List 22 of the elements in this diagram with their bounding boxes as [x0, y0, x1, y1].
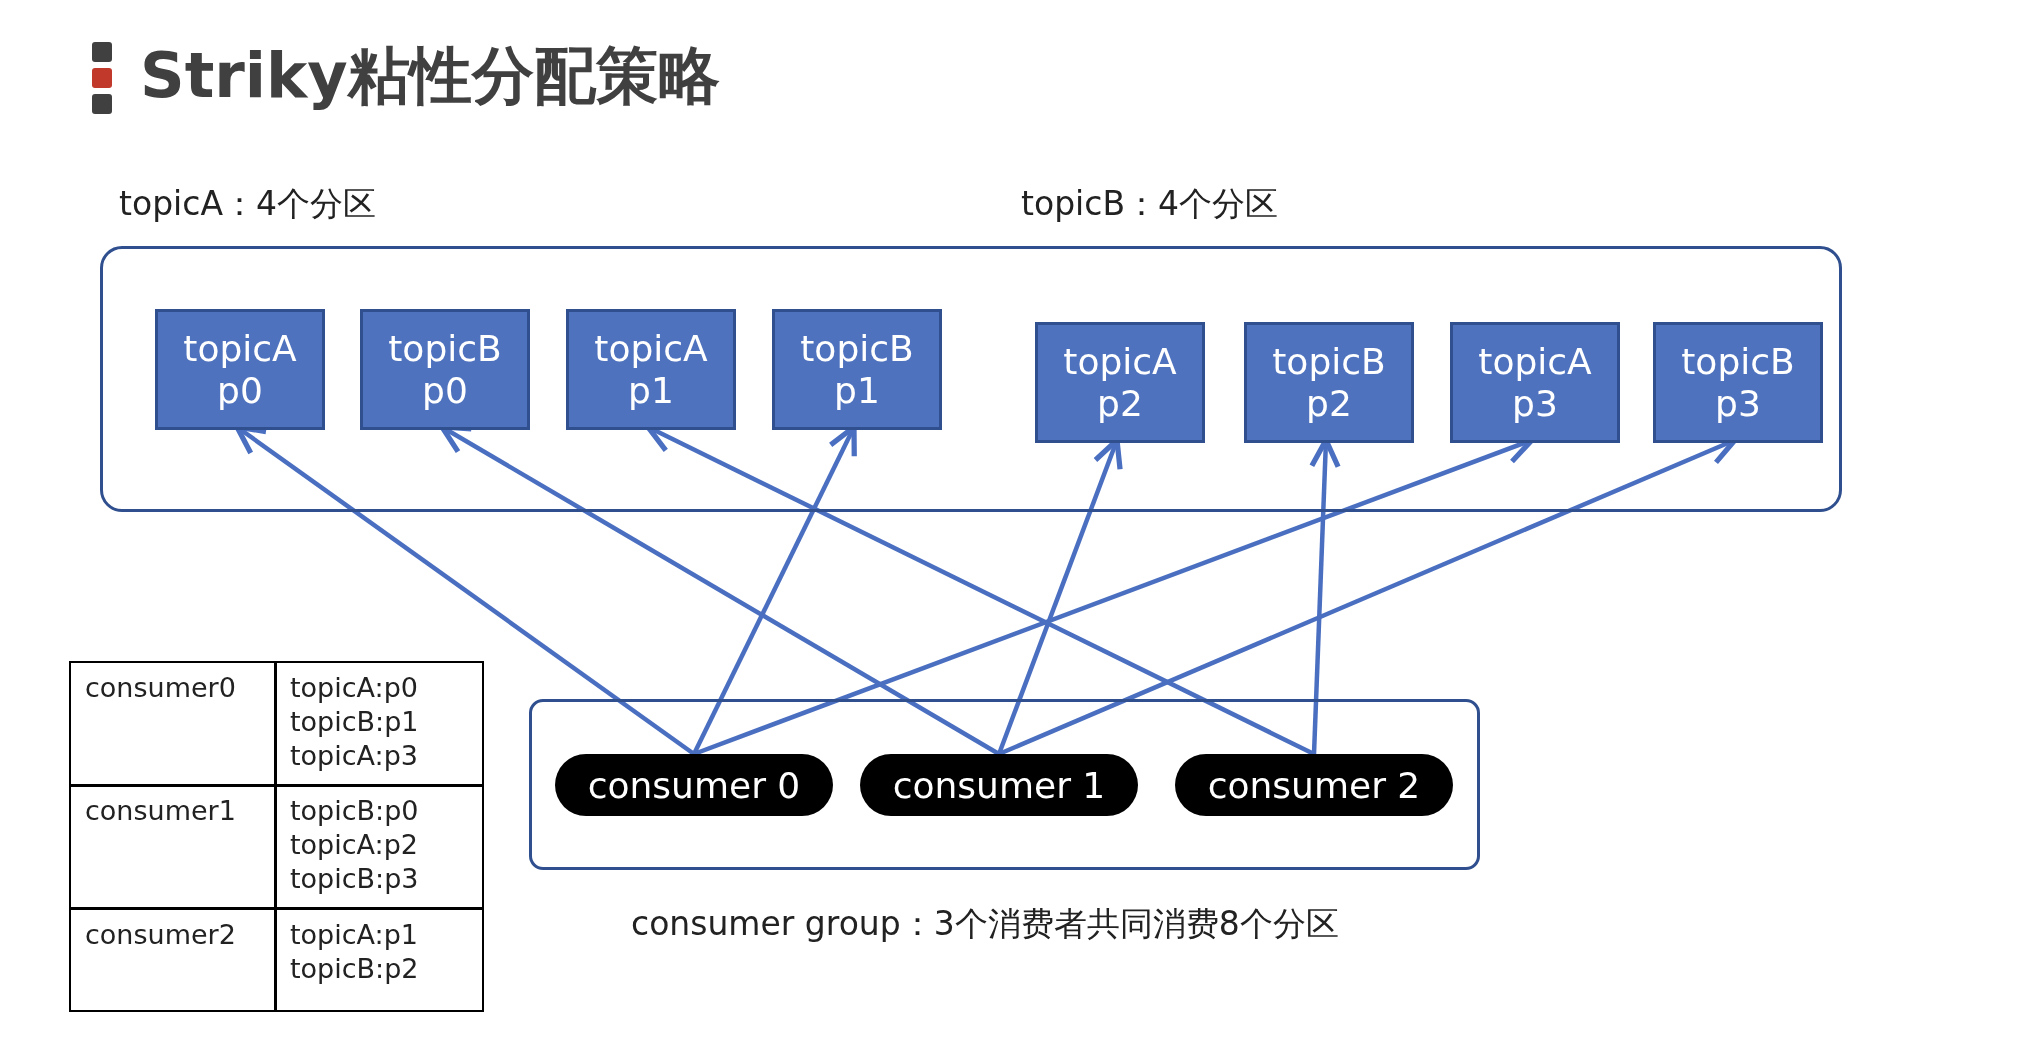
- partition-box: topicB p0: [360, 309, 530, 430]
- group-caption: consumer group：3个消费者共同消费8个分区: [631, 903, 1339, 945]
- consumer-pill: consumer 0: [555, 754, 833, 816]
- partition-box: topicB p2: [1244, 322, 1414, 443]
- partition-box: topicA p0: [155, 309, 325, 430]
- table-cell: consumer1: [69, 784, 277, 909]
- table-cell: topicA:p0 topicB:p1 topicA:p3: [274, 661, 484, 787]
- partition-box: topicA p3: [1450, 322, 1620, 443]
- consumer-pill: consumer 1: [860, 754, 1138, 816]
- partition-box: topicA p1: [566, 309, 736, 430]
- partition-box: topicB p3: [1653, 322, 1823, 443]
- section-label: topicB：4个分区: [1021, 183, 1279, 225]
- partition-box: topicB p1: [772, 309, 942, 430]
- section-label: topicA：4个分区: [119, 183, 376, 225]
- table-cell: topicA:p1 topicB:p2: [274, 908, 484, 1012]
- consumer-pill: consumer 2: [1175, 754, 1453, 816]
- table-cell: topicB:p0 topicA:p2 topicB:p3: [274, 784, 484, 909]
- table-cell: consumer0: [69, 661, 277, 787]
- partition-box: topicA p2: [1035, 322, 1205, 443]
- title: Striky粘性分配策略: [140, 38, 720, 114]
- partition-container: [100, 246, 1842, 512]
- table-cell: consumer2: [69, 908, 277, 1012]
